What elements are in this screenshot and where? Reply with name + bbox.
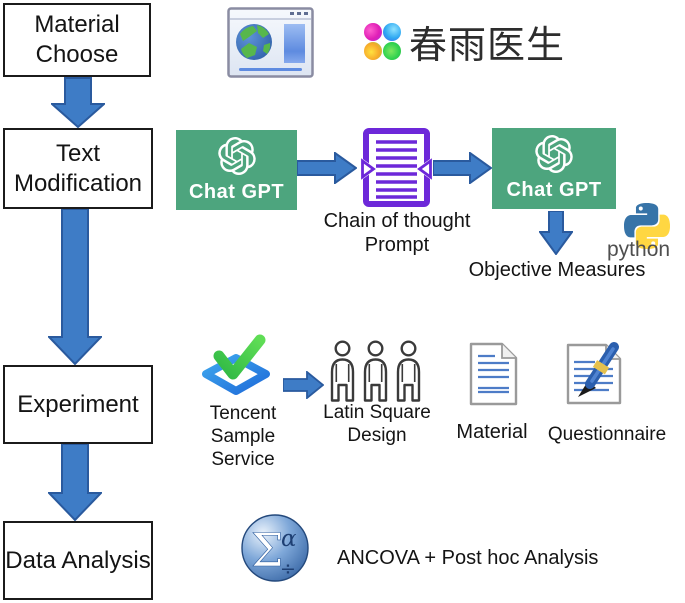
down-arrow [51,77,105,128]
objective-measures-caption: Objective Measures [468,259,646,281]
svg-text:α: α [281,526,297,552]
petal-green [383,42,401,60]
down-arrow-long [48,209,102,365]
python-logo-icon [624,203,670,249]
questionnaire-caption: Questionnaire [547,424,667,445]
python-wordmark: python [607,238,671,261]
petal-yellow [364,42,382,60]
openai-logo-icon [535,135,573,173]
petal-magenta [364,23,382,41]
flow-box-experiment: Experiment [3,365,153,444]
person-icon [396,340,421,402]
chatgpt-box-second: Chat GPT [492,128,616,209]
flow-box-label: Experiment [17,390,139,418]
flow-box-label: Data Analysis [5,546,151,574]
latin-square-people-icon [328,340,423,402]
chain-of-thought-caption: Chain of thought Prompt [323,210,471,257]
latin-square-caption: Latin Square Design [323,402,431,447]
svg-text:Σ: Σ [251,523,284,577]
material-caption: Material [456,421,528,443]
ancova-caption: ANCOVA + Post hoc Analysis [337,547,599,569]
down-arrow-small [539,211,573,255]
chain-of-thought-prompt-icon [360,128,433,207]
chatgpt-box-first: Chat GPT [176,130,297,210]
svg-text:÷: ÷ [280,558,296,580]
flow-box-text-modification: Text Modification [3,128,153,209]
chatgpt-label: Chat GPT [188,180,285,203]
tencent-caption: Tencent Sample Service [209,403,277,471]
spss-icon: Σ α ÷ [241,514,309,582]
petal-blue [383,23,401,41]
material-document-icon [469,342,518,406]
flow-box-label: Text Modification [13,139,143,197]
flow-box-material-choose: Material Choose [3,3,151,77]
web-browser-icon [227,7,314,78]
chatgpt-label: Chat GPT [506,179,602,201]
pen-icon [578,342,619,397]
questionnaire-icon [566,342,622,405]
chunyu-doctor-wordmark: 春雨医生 [409,25,566,67]
openai-logo-icon [217,136,256,175]
chunyu-doctor-logo-icon [364,23,401,60]
right-arrow [297,152,357,184]
down-arrow [48,444,102,521]
person-icon [330,340,355,402]
flow-box-label: Material Choose [34,11,120,68]
right-arrow-small [283,371,324,399]
person-icon [363,340,388,402]
right-arrow [433,152,492,184]
flow-box-data-analysis: Data Analysis [3,521,153,600]
tencent-survey-icon [202,334,270,395]
